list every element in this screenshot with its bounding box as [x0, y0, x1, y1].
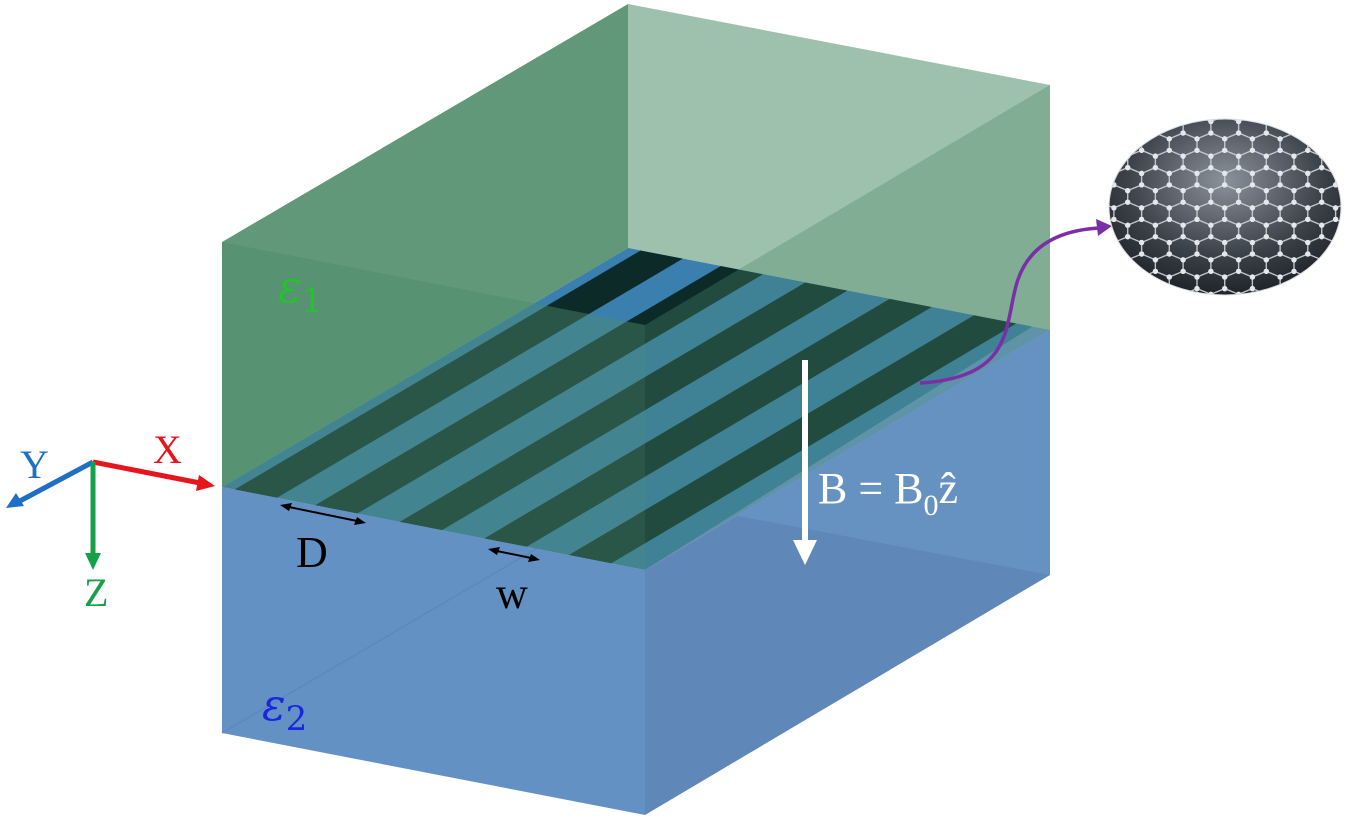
top-block-back-face — [628, 4, 1050, 330]
graphene-lattice-inset — [1108, 118, 1342, 296]
inset-connector-curve — [919, 226, 1101, 385]
epsilon-2-label: ε2 — [262, 680, 307, 739]
coordinate-axes: X Y Z — [6, 427, 215, 615]
top-block-left-face — [222, 4, 628, 487]
graphene-ribbon — [315, 266, 764, 514]
x-axis-label: X — [153, 427, 182, 472]
width-dimension: w — [488, 547, 540, 618]
graphene-ribbon — [399, 282, 848, 531]
period-dimension: D — [280, 503, 366, 577]
top-dielectric-block — [222, 4, 1050, 570]
graphene-ribbon-array — [222, 248, 1035, 570]
magnetic-field-arrow — [793, 360, 817, 565]
top-block-front-face — [222, 242, 645, 570]
bottom-block-left-face — [222, 487, 645, 815]
graphene-ribbon — [484, 298, 932, 547]
width-label: w — [496, 569, 528, 618]
graphene-ribbon — [568, 315, 1017, 564]
x-axis — [92, 459, 201, 486]
period-label: D — [296, 528, 328, 577]
y-axis — [16, 459, 95, 505]
graphene-ribbon — [234, 250, 683, 498]
inset-connector-arrowhead — [1096, 219, 1112, 236]
top-block-right-face — [645, 85, 1050, 570]
field-label: B = B0ẑ — [818, 464, 958, 522]
z-axis-label: Z — [84, 570, 108, 615]
y-axis-label: Y — [20, 442, 49, 487]
epsilon-1-label: ε1 — [278, 262, 323, 321]
